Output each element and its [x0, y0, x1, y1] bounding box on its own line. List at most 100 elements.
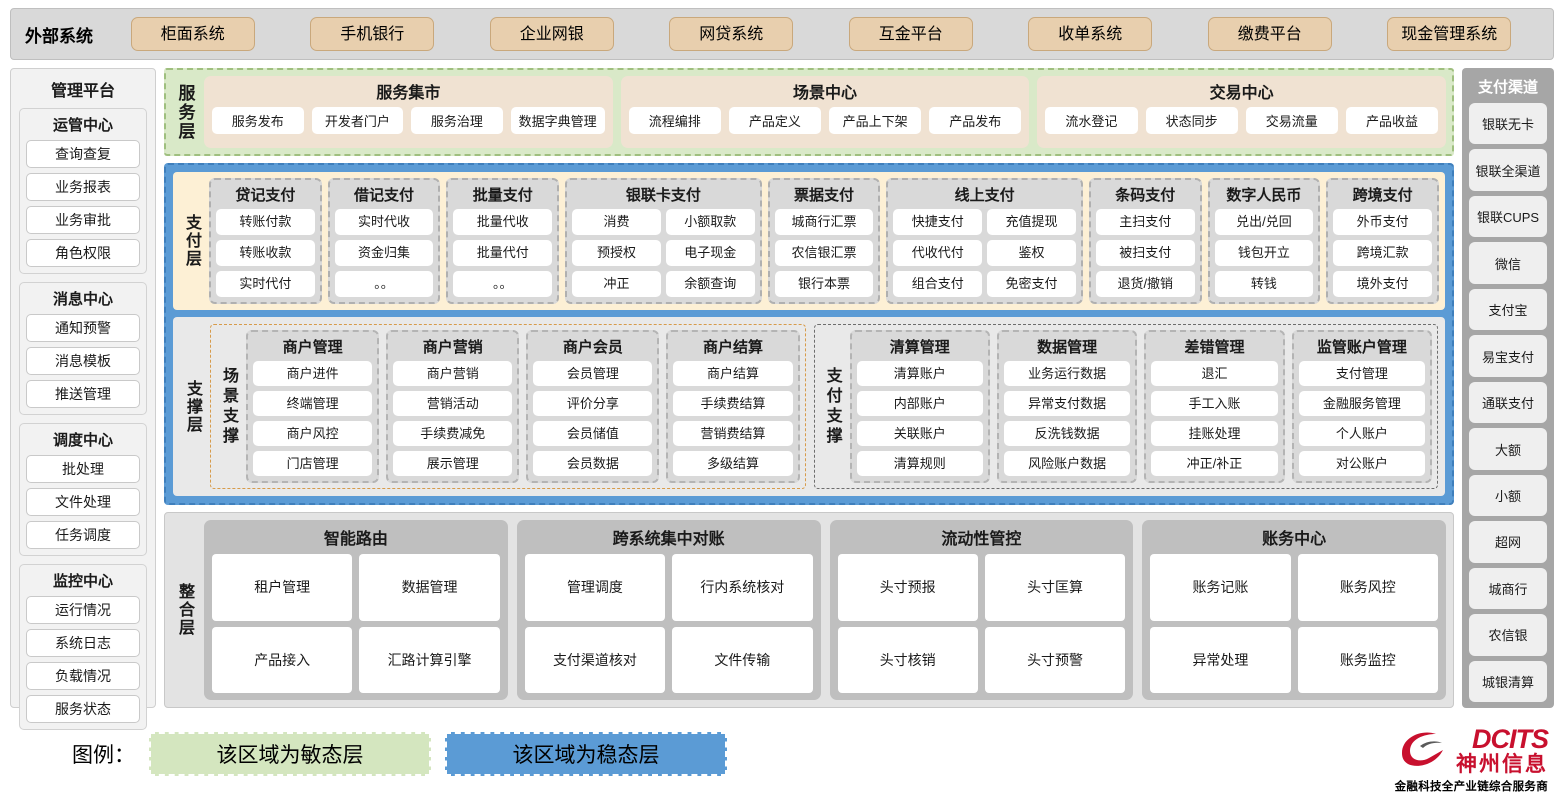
integration-item[interactable]: 头寸核销	[837, 626, 978, 693]
external-system-chip[interactable]: 企业网银	[489, 17, 614, 51]
integration-item[interactable]: 汇路计算引擎	[359, 626, 500, 693]
payment-item[interactable]: 电子现金	[665, 240, 755, 266]
support-item[interactable]: 风险账户数据	[1003, 451, 1131, 476]
integration-item[interactable]: 账务风控	[1297, 554, 1438, 621]
admin-menu-item[interactable]: 负载情况	[26, 662, 140, 690]
payment-item[interactable]: 组合支付	[893, 271, 983, 297]
service-item[interactable]: 服务治理	[411, 107, 503, 134]
support-item[interactable]: 支付管理	[1298, 361, 1426, 386]
payment-item[interactable]: 外币支付	[1333, 209, 1432, 235]
support-item[interactable]: 退汇	[1151, 361, 1278, 386]
integration-item[interactable]: 管理调度	[524, 554, 666, 621]
support-item[interactable]: 金融服务管理	[1298, 391, 1426, 416]
payment-item[interactable]: 主扫支付	[1095, 209, 1195, 235]
service-item[interactable]: 产品发布	[929, 107, 1022, 134]
payment-item[interactable]: 跨境汇款	[1333, 240, 1432, 266]
admin-menu-item[interactable]: 文件处理	[26, 488, 140, 516]
payment-item[interactable]: 钱包开立	[1214, 240, 1314, 266]
integration-item[interactable]: 租户管理	[212, 554, 353, 621]
support-item[interactable]: 个人账户	[1298, 421, 1426, 446]
admin-menu-item[interactable]: 业务报表	[26, 173, 140, 201]
external-system-chip[interactable]: 柜面系统	[130, 17, 255, 51]
support-item[interactable]: 清算账户	[856, 361, 983, 386]
integration-item[interactable]: 行内系统核对	[672, 554, 813, 621]
payment-channel-item[interactable]: 易宝支付	[1469, 335, 1547, 377]
integration-item[interactable]: 账务记账	[1150, 554, 1291, 621]
payment-channel-item[interactable]: 小额	[1469, 474, 1547, 517]
support-item[interactable]: 手工入账	[1151, 391, 1278, 416]
admin-menu-item[interactable]: 服务状态	[26, 695, 140, 723]
support-item[interactable]: 营销费结算	[673, 421, 793, 446]
admin-menu-item[interactable]: 业务审批	[26, 206, 140, 234]
payment-item[interactable]: 。。	[334, 271, 434, 297]
support-item[interactable]: 挂账处理	[1151, 421, 1278, 446]
integration-item[interactable]: 文件传输	[672, 626, 813, 693]
support-item[interactable]: 异常支付数据	[1003, 391, 1131, 416]
payment-channel-item[interactable]: 支付宝	[1469, 288, 1547, 331]
payment-channel-item[interactable]: 大额	[1469, 428, 1547, 470]
support-item[interactable]: 手续费结算	[673, 391, 793, 416]
payment-item[interactable]: 退货/撤销	[1095, 271, 1195, 297]
support-item[interactable]: 门店管理	[253, 451, 373, 476]
admin-menu-item[interactable]: 消息模板	[26, 347, 140, 375]
payment-item[interactable]: 小额取款	[665, 209, 755, 235]
payment-channel-item[interactable]: 银联全渠道	[1469, 149, 1547, 191]
payment-item[interactable]: 余额查询	[665, 271, 755, 297]
service-item[interactable]: 产品上下架	[829, 107, 922, 134]
integration-item[interactable]: 账务监控	[1297, 626, 1438, 693]
payment-channel-item[interactable]: 通联支付	[1469, 381, 1547, 424]
support-item[interactable]: 会员管理	[533, 361, 653, 386]
admin-menu-item[interactable]: 运行情况	[26, 596, 140, 624]
payment-item[interactable]: 代收代付	[893, 240, 983, 266]
support-item[interactable]: 评价分享	[533, 391, 653, 416]
support-item[interactable]: 商户营销	[393, 361, 513, 386]
service-item[interactable]: 数据字典管理	[510, 107, 605, 134]
payment-item[interactable]: 资金归集	[334, 240, 434, 266]
payment-item[interactable]: 城商行汇票	[774, 209, 874, 235]
admin-menu-item[interactable]: 角色权限	[26, 239, 140, 267]
payment-item[interactable]: 批量代付	[453, 240, 553, 266]
payment-item[interactable]: 免密支付	[987, 271, 1076, 297]
integration-item[interactable]: 头寸预报	[837, 554, 978, 621]
payment-channel-item[interactable]: 城商行	[1469, 567, 1547, 610]
support-item[interactable]: 终端管理	[253, 391, 373, 416]
support-item[interactable]: 会员数据	[533, 451, 653, 476]
support-item[interactable]: 业务运行数据	[1003, 361, 1131, 386]
payment-channel-item[interactable]: 微信	[1469, 242, 1547, 284]
payment-item[interactable]: 银行本票	[774, 271, 874, 297]
service-item[interactable]: 状态同步	[1145, 107, 1238, 134]
external-system-chip[interactable]: 收单系统	[1028, 17, 1153, 51]
service-item[interactable]: 流程编排	[628, 107, 721, 134]
support-item[interactable]: 关联账户	[856, 421, 983, 446]
payment-item[interactable]: 转账付款	[216, 209, 315, 235]
support-item[interactable]: 手续费减免	[393, 421, 513, 446]
service-item[interactable]: 流水登记	[1045, 107, 1138, 134]
payment-item[interactable]: 。。	[453, 271, 553, 297]
payment-item[interactable]: 兑出/兑回	[1214, 209, 1314, 235]
admin-menu-item[interactable]: 系统日志	[26, 629, 140, 657]
support-item[interactable]: 展示管理	[393, 451, 513, 476]
integration-item[interactable]: 头寸匡算	[984, 554, 1126, 621]
admin-menu-item[interactable]: 通知预警	[26, 314, 140, 342]
external-system-chip[interactable]: 现金管理系统	[1387, 17, 1512, 51]
integration-item[interactable]: 数据管理	[359, 554, 500, 621]
support-item[interactable]: 冲正/补正	[1151, 451, 1278, 476]
admin-menu-item[interactable]: 任务调度	[26, 521, 140, 549]
payment-item[interactable]: 境外支付	[1333, 271, 1432, 297]
payment-item[interactable]: 冲正	[572, 271, 661, 297]
support-item[interactable]: 对公账户	[1298, 451, 1426, 476]
admin-menu-item[interactable]: 查询查复	[26, 140, 140, 168]
payment-item[interactable]: 鉴权	[987, 240, 1076, 266]
payment-item[interactable]: 快捷支付	[893, 209, 983, 235]
payment-item[interactable]: 转账收款	[216, 240, 315, 266]
payment-channel-item[interactable]: 城银清算	[1469, 660, 1547, 703]
external-system-chip[interactable]: 缴费平台	[1207, 17, 1332, 51]
payment-item[interactable]: 充值提现	[987, 209, 1076, 235]
external-system-chip[interactable]: 手机银行	[310, 17, 435, 51]
integration-item[interactable]: 头寸预警	[984, 626, 1126, 693]
support-item[interactable]: 反洗钱数据	[1003, 421, 1131, 446]
payment-item[interactable]: 农信银汇票	[774, 240, 874, 266]
payment-item[interactable]: 实时代收	[334, 209, 434, 235]
support-item[interactable]: 清算规则	[856, 451, 983, 476]
service-item[interactable]: 交易流量	[1245, 107, 1338, 134]
